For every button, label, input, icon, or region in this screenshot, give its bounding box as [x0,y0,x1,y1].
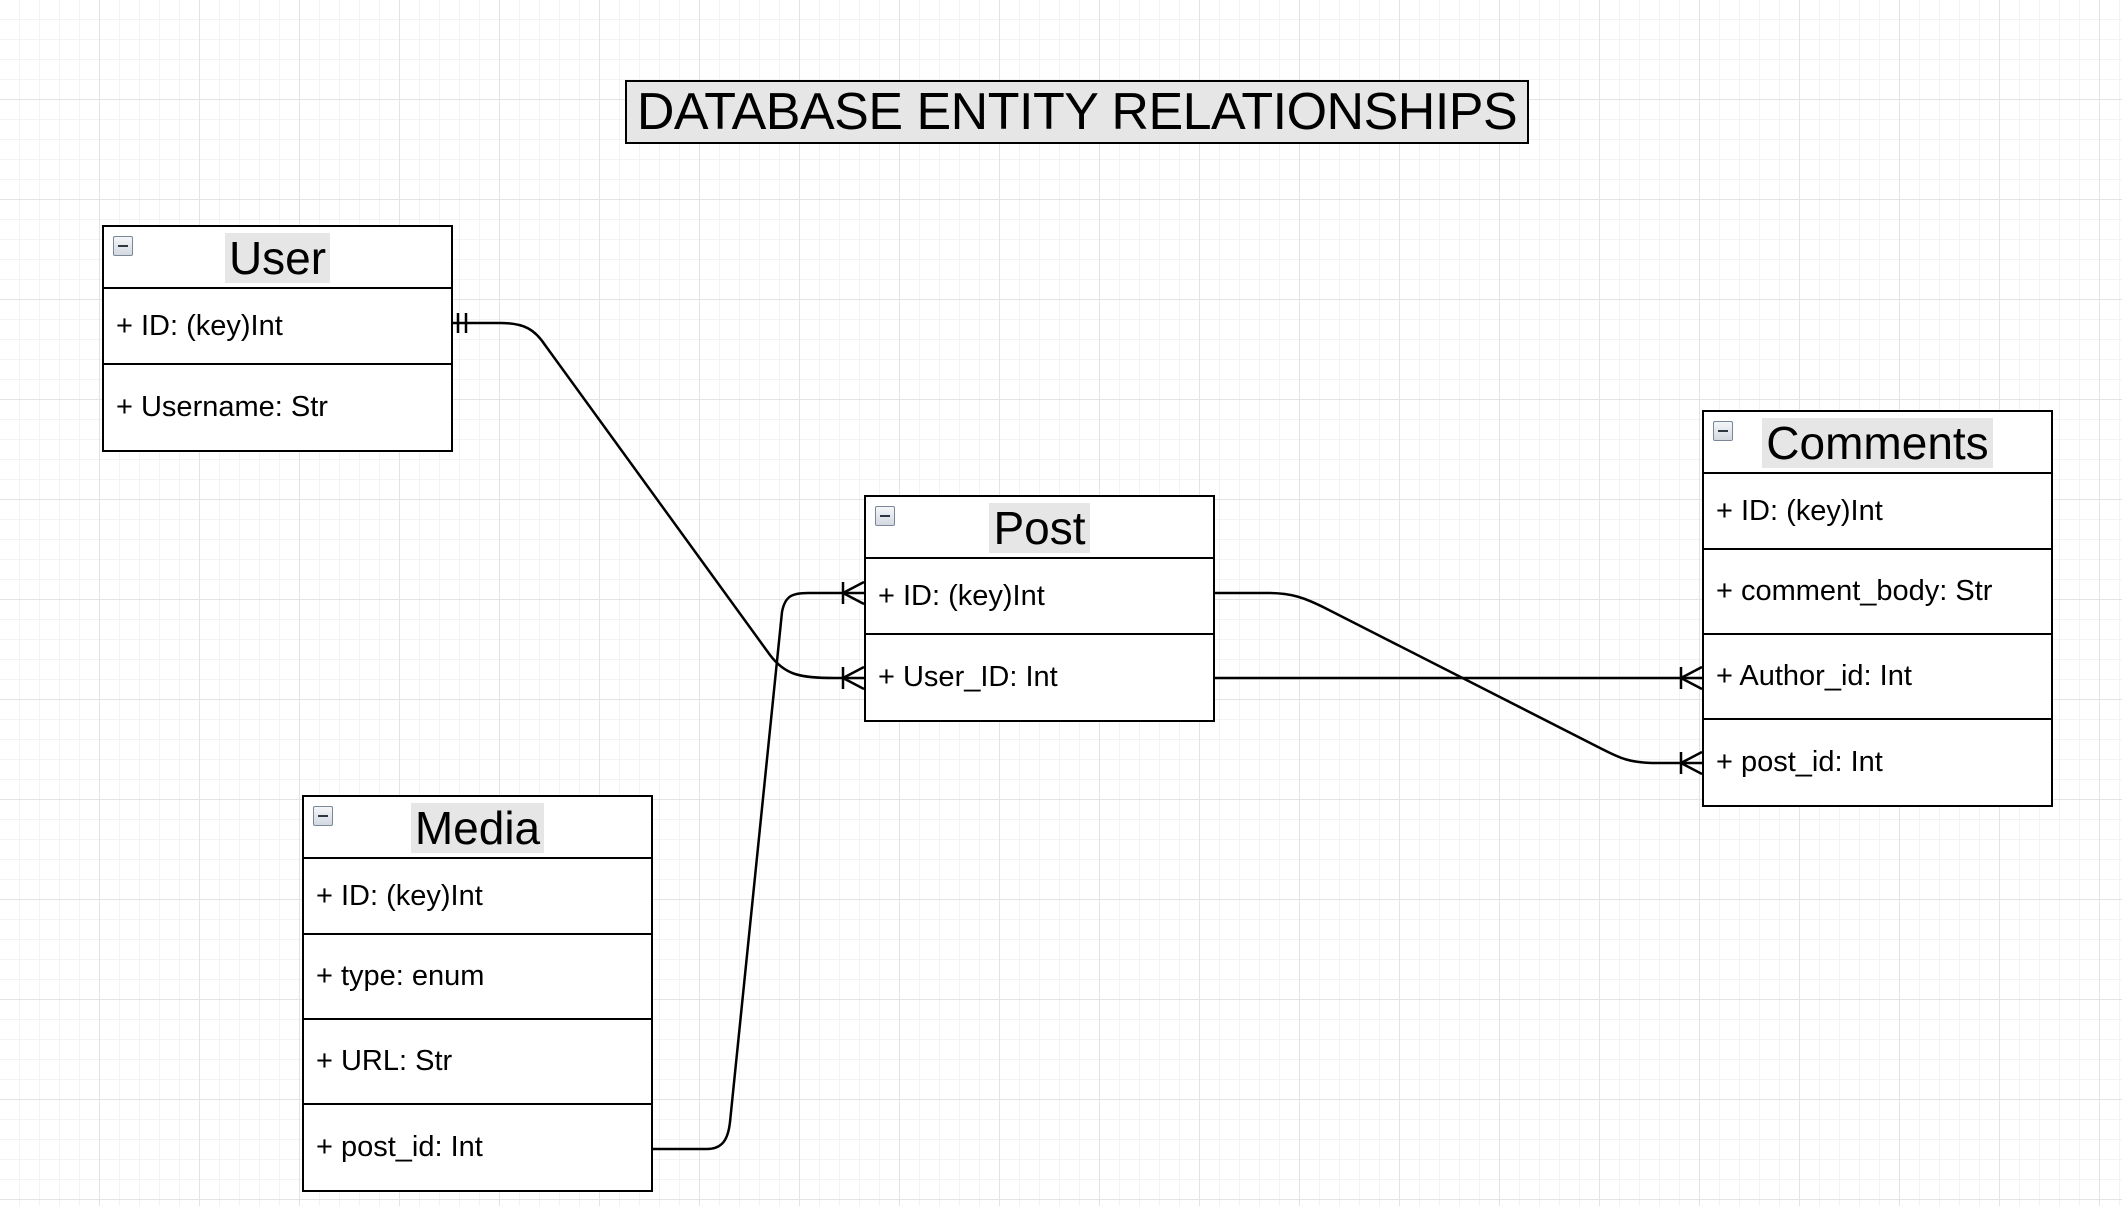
one-and-only-one-marker-icon [456,313,468,333]
entity-header-media[interactable]: Media [304,797,651,859]
entity-comments[interactable]: Comments + ID: (key)Int + comment_body: … [1702,410,2053,807]
relationship-post-comments-author[interactable] [1215,665,1703,691]
collapse-minus-icon[interactable] [1713,421,1733,441]
crows-foot-marker-icon [1679,665,1703,691]
entity-header-post[interactable]: Post [866,497,1213,559]
collapse-minus-icon[interactable] [313,806,333,826]
crows-foot-marker-icon [841,665,865,691]
entity-name-user: User [224,233,331,283]
diagram-title[interactable]: DATABASE ENTITY RELATIONSHIPS [625,80,1529,144]
relationship-user-post[interactable] [453,313,865,691]
entity-name-post: Post [989,503,1090,553]
collapse-minus-icon[interactable] [875,506,895,526]
entity-user[interactable]: User + ID: (key)Int + Username: Str [102,225,453,452]
entity-post[interactable]: Post + ID: (key)Int + User_ID: Int [864,495,1215,722]
attribute-user-username[interactable]: + Username: Str [116,391,328,423]
attribute-comments-author-id[interactable]: + Author_id: Int [1704,635,2051,720]
entity-header-user[interactable]: User [104,227,451,289]
relationship-media-post[interactable] [653,580,865,1151]
entity-name-comments: Comments [1762,418,1993,468]
attribute-media-url[interactable]: + URL: Str [304,1020,651,1105]
crows-foot-marker-icon [1679,750,1703,776]
entity-header-comments[interactable]: Comments [1704,412,2051,474]
attribute-user-id[interactable]: + ID: (key)Int [104,289,451,365]
attribute-media-id[interactable]: + ID: (key)Int [304,859,651,935]
attribute-post-id[interactable]: + ID: (key)Int [866,559,1213,635]
attribute-comments-id[interactable]: + ID: (key)Int [1704,474,2051,550]
attribute-comments-post-id[interactable]: + post_id: Int [1716,746,1883,778]
attribute-post-user-id[interactable]: + User_ID: Int [878,661,1058,693]
entity-name-media: Media [410,803,545,853]
attribute-media-post-id[interactable]: + post_id: Int [316,1131,483,1163]
crows-foot-marker-icon [841,580,865,606]
collapse-minus-icon[interactable] [113,236,133,256]
relationship-post-comments[interactable] [1215,591,1703,776]
attribute-comments-body[interactable]: + comment_body: Str [1704,550,2051,635]
entity-media[interactable]: Media + ID: (key)Int + type: enum + URL:… [302,795,653,1192]
attribute-media-type[interactable]: + type: enum [304,935,651,1020]
